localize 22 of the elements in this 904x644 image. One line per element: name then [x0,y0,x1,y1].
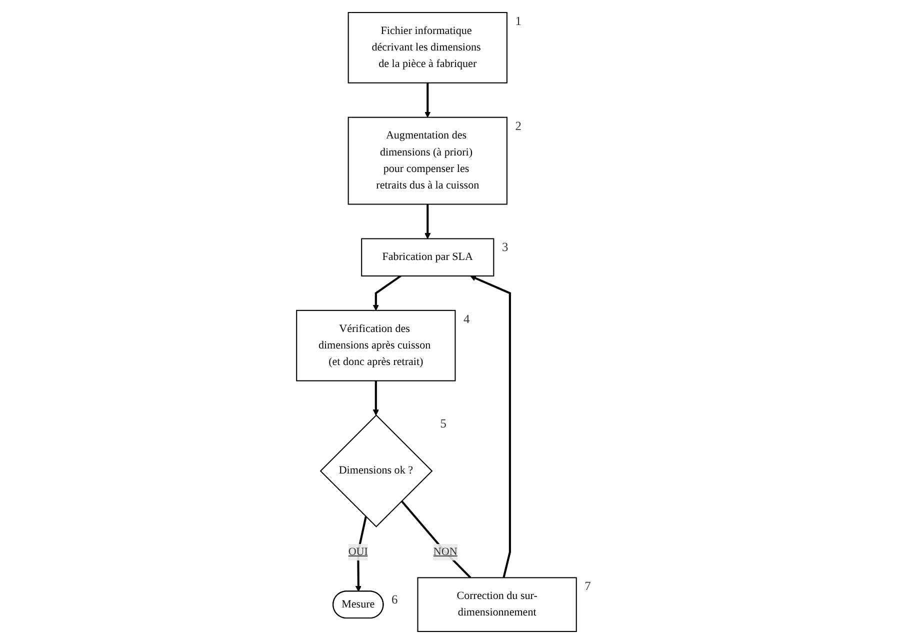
edge-label: OUI [348,546,368,558]
node-box: Fabrication par SLA [361,238,494,276]
arrow [424,82,431,118]
step-number: 3 [502,240,508,254]
node-diamond: Dimensions ok ? [320,414,433,528]
step-number: 2 [515,118,522,133]
step-number: 5 [440,416,446,431]
edge-label: NON [433,546,458,558]
step-number: 6 [391,592,398,607]
step-number: 4 [464,312,470,326]
node-box: Fichier informatique décrivant les dimensions de la pièce à fabriquer [348,12,508,84]
step-number: 1 [515,14,522,28]
step-number: 7 [584,579,591,594]
arrow [372,380,379,416]
node-box: Augmentation des dimensions (à priori) pour compenser les retraits dus à la cuisson [348,116,508,205]
node-box: Vérification des dimensions après cuisson (et donc après retrait) [296,310,456,382]
arrow [372,275,402,311]
arrow [470,275,511,578]
node-box: Correction du sur-dimensionnement [417,577,577,632]
connector [400,500,472,578]
arrow [424,204,431,239]
arrow [355,516,367,592]
